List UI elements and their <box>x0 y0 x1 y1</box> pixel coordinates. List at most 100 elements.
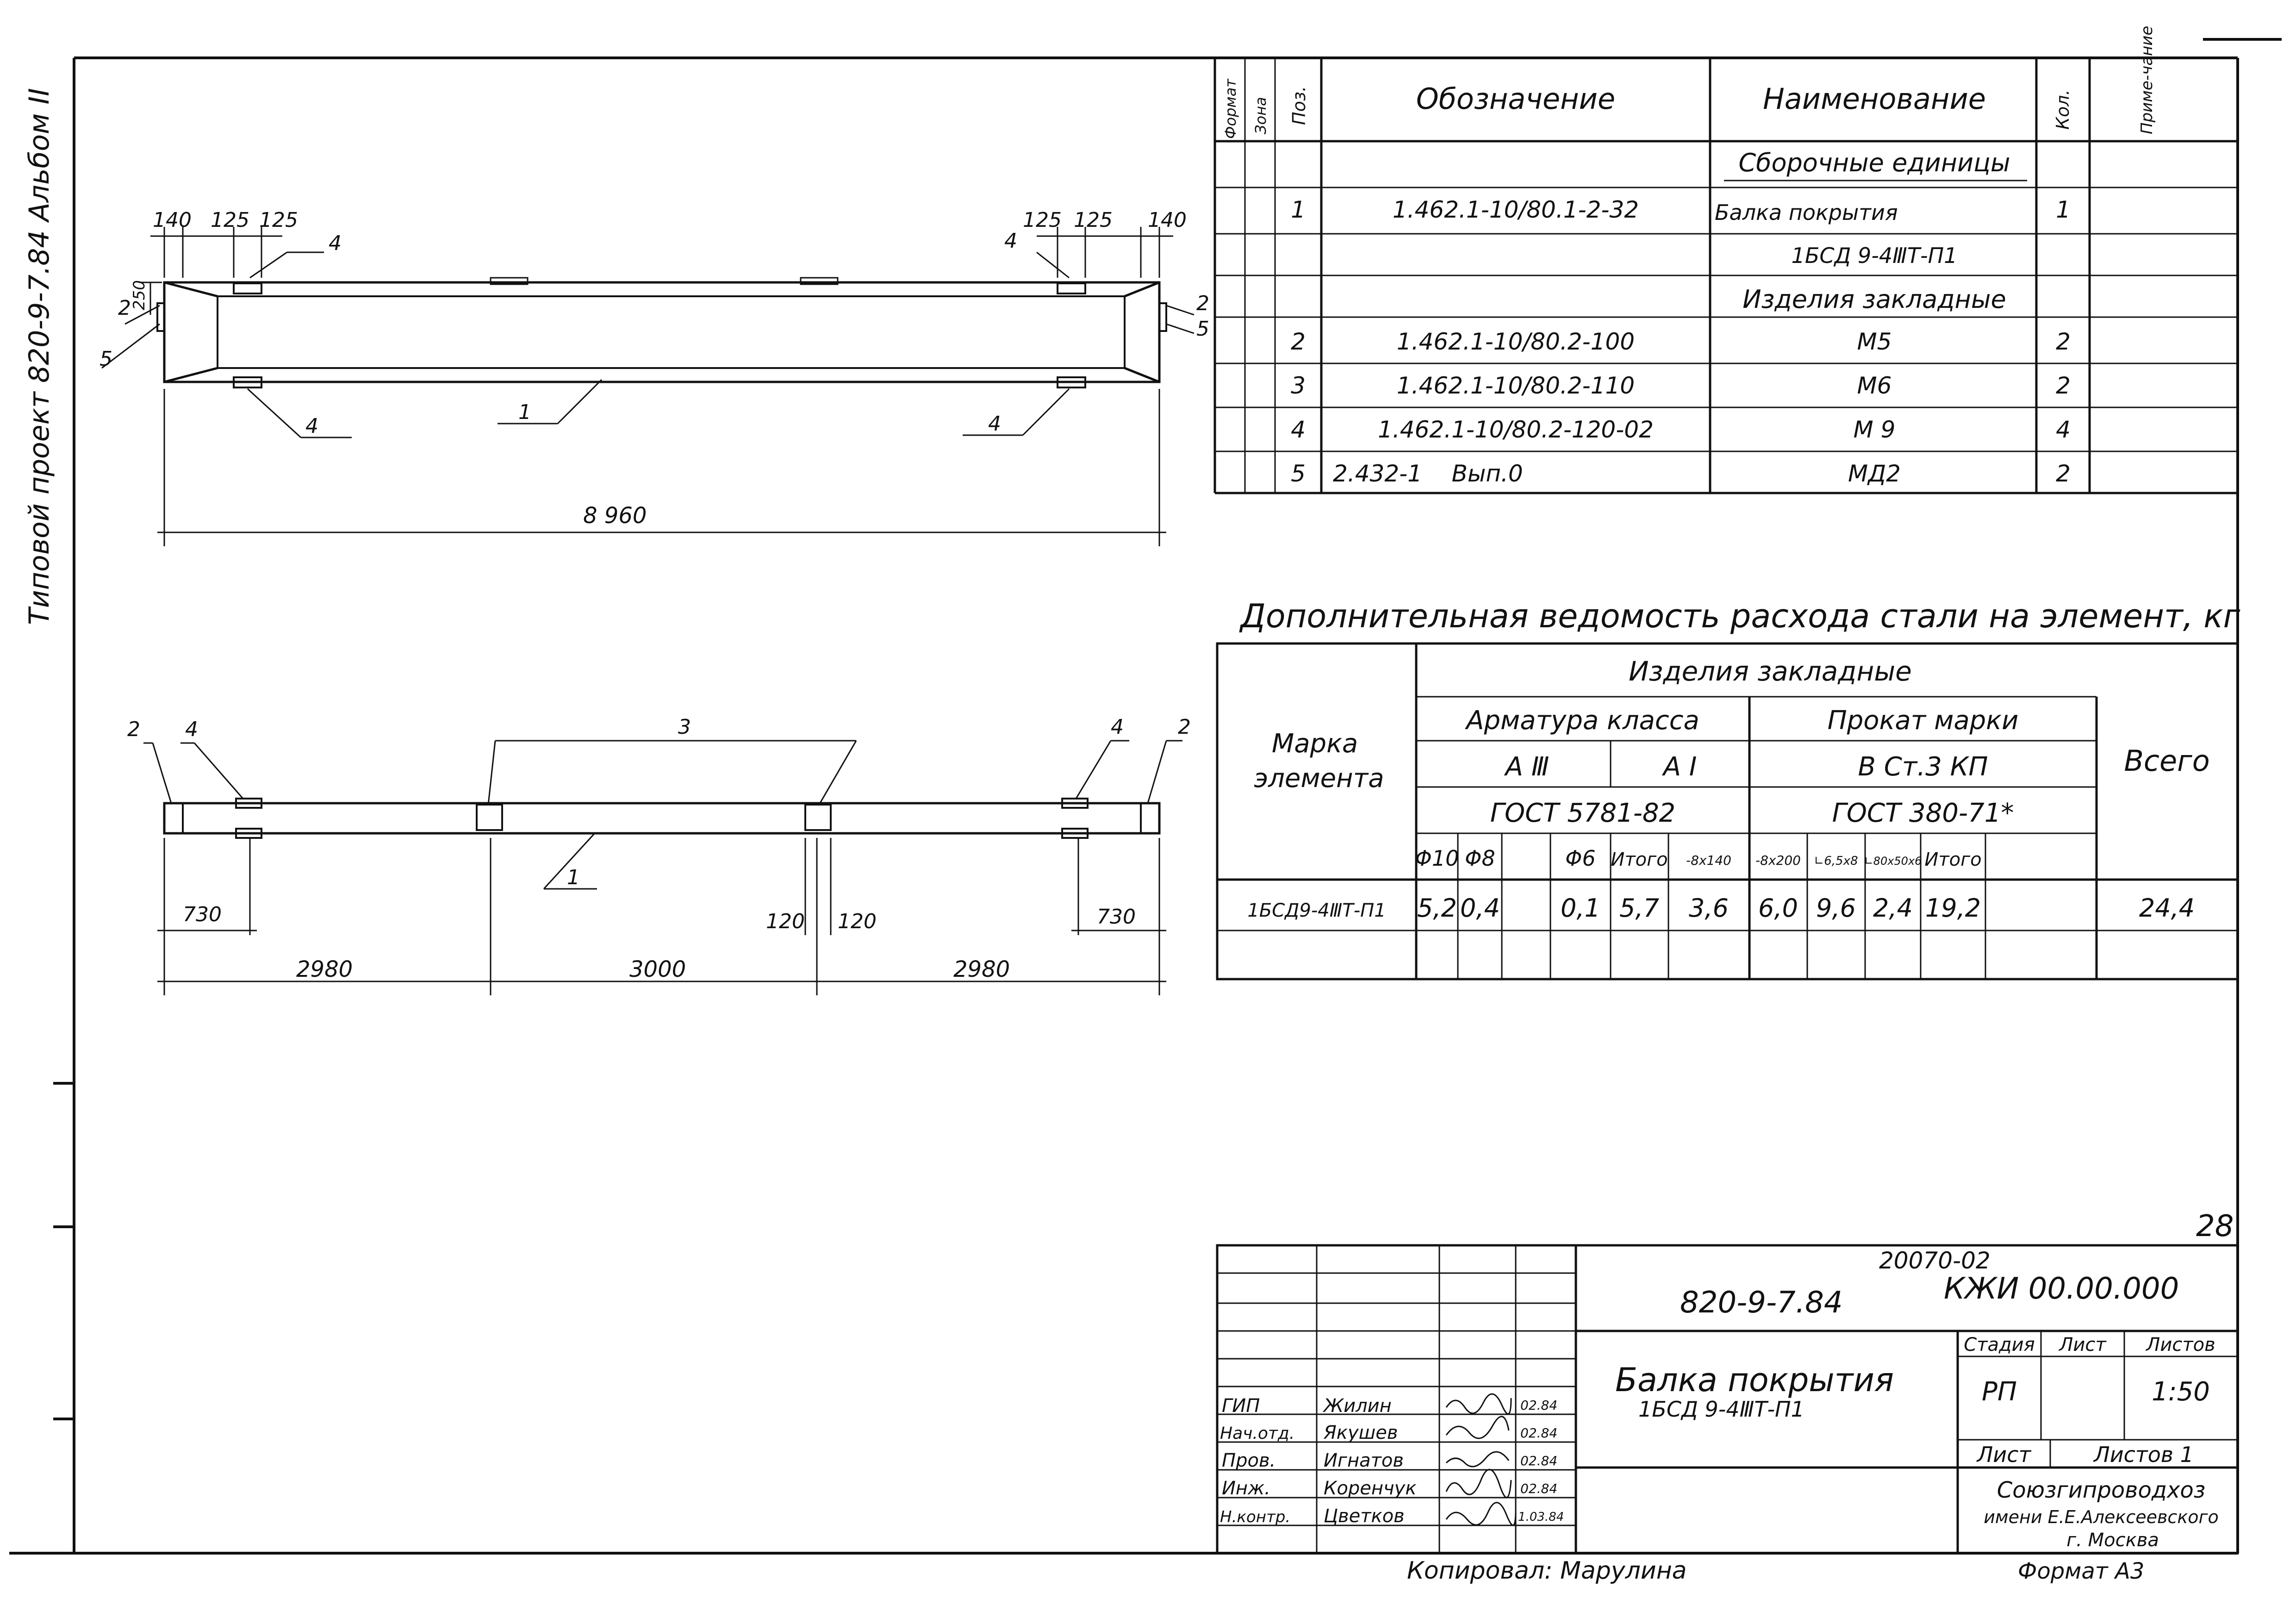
col-8x140: -8x140 <box>1686 853 1731 868</box>
callout-3: 3 <box>678 715 691 739</box>
callout-4-bl: 4 <box>185 718 198 741</box>
name-2: Игнатов <box>1324 1450 1404 1471</box>
row5-designation: 1.462.1-10/80.2-120-02 <box>1378 416 1654 443</box>
role-3: Инж. <box>1222 1478 1270 1499</box>
dim-125-c: 125 <box>1023 208 1062 232</box>
doc-subtitle: 1БСД 9-4ⅢТ-П1 <box>1638 1397 1804 1422</box>
copied-by: Копировал: Марулина <box>1407 1557 1687 1585</box>
row2-name: 1БСД 9-4ⅢТ-П1 <box>1792 243 1958 268</box>
steel-total-header: Всего <box>2124 744 2209 778</box>
section-embedded: Изделия закладные <box>1742 285 2006 314</box>
col-total-a: Итого <box>1611 849 1668 870</box>
callout-2-br: 2 <box>1178 715 1191 739</box>
row3-name: М5 <box>1857 328 1892 355</box>
bottom-dim-labels: 730 120 120 730 2980 3000 2980 2 4 3 4 2… <box>127 715 1191 982</box>
dim-140-right: 140 <box>1148 208 1187 232</box>
row1-designation: 1.462.1-10/80.1-2-32 <box>1393 196 1639 223</box>
row4-qty: 2 <box>2056 372 2071 399</box>
col-angle65: ∟6,5x8 <box>1814 854 1858 868</box>
rolled-mark: Прокат марки <box>1828 706 2019 736</box>
role-1: Нач.отд. <box>1220 1424 1294 1443</box>
col-f10: Φ10 <box>1415 846 1459 871</box>
org-line2: имени Е.Е.Алексеевского <box>1984 1507 2219 1527</box>
date-4: 1.03.84 <box>1518 1510 1564 1524</box>
val-angle80: 2,4 <box>1873 893 1913 923</box>
org-line1: Союзгипроводхоз <box>1997 1477 2206 1503</box>
class-a1: А Ⅰ <box>1662 752 1697 782</box>
dim-2980-left: 2980 <box>296 956 353 982</box>
dim-3000: 3000 <box>629 956 686 982</box>
callout-1-bottom: 1 <box>567 866 580 889</box>
steel-table: Изделия закладные Марка элемента Арматур… <box>1216 642 2239 981</box>
row4-designation: 1.462.1-10/80.2-110 <box>1397 372 1635 399</box>
dim-8960: 8 960 <box>583 503 647 529</box>
project-code: 20070-02 <box>1879 1247 1991 1274</box>
title-block: 820-9-7.84 КЖИ 00.00.000 Балка покрытия … <box>1216 1244 2239 1555</box>
date-1: 02.84 <box>1520 1425 1557 1441</box>
beam-side-view <box>143 740 1182 995</box>
steel-mark-header: Марка элемента <box>1254 729 1384 793</box>
callout-4-d: 4 <box>988 412 1001 436</box>
row6-designation: 2.432-1 Вып.0 <box>1333 460 1523 487</box>
dim-125-d: 125 <box>1074 208 1113 232</box>
row6-name: МД2 <box>1848 460 1901 487</box>
callout-4-b: 4 <box>1004 229 1017 253</box>
callout-5-right: 5 <box>1196 317 1209 341</box>
callout-1-top: 1 <box>518 400 531 424</box>
org-line3: г. Москва <box>2066 1530 2159 1551</box>
val-8x200: 6,0 <box>1758 893 1798 923</box>
row3-qty: 2 <box>2056 328 2071 355</box>
role-0: ГИП <box>1222 1395 1260 1417</box>
row1-pos: 1 <box>1291 196 1306 223</box>
val-angle65: 9,6 <box>1816 893 1856 923</box>
val-f6: 0,1 <box>1561 893 1600 923</box>
header-pos: Поз. <box>1289 86 1309 125</box>
dim-120-b: 120 <box>838 910 877 933</box>
dim-120-a: 120 <box>766 910 805 933</box>
date-3: 02.84 <box>1520 1481 1557 1496</box>
sheets-label: Листов 1 <box>2093 1442 2194 1467</box>
col-f8: Φ8 <box>1465 846 1495 871</box>
sheet-label: Лист <box>1976 1442 2032 1467</box>
spec-table: Формат Зона Поз. Обозначение Наименовани… <box>1213 26 2238 494</box>
row1-qty: 1 <box>2056 196 2071 223</box>
header-name: Наименование <box>1763 82 1986 116</box>
val-8x140: 3,6 <box>1689 893 1729 923</box>
row3-pos: 2 <box>1291 328 1306 355</box>
dim-125-b: 125 <box>259 208 298 232</box>
row6-pos: 5 <box>1291 460 1306 487</box>
stage-header: Стадия <box>1964 1334 2035 1355</box>
signatures <box>1445 1393 1517 1526</box>
format-label: Формат А3 <box>2018 1558 2144 1584</box>
steel-row-mark: 1БСД9-4ⅢТ-П1 <box>1247 900 1386 921</box>
header-format: Формат <box>1222 78 1239 139</box>
date-2: 02.84 <box>1520 1453 1557 1468</box>
name-0: Жилин <box>1322 1395 1392 1417</box>
header-designation: Обозначение <box>1416 82 1615 116</box>
steel-title: Дополнительная ведомость расхода стали н… <box>1239 597 2241 635</box>
dim-730-right: 730 <box>1097 905 1136 929</box>
dim-2980-right: 2980 <box>953 956 1010 982</box>
name-3: Коренчук <box>1324 1478 1417 1499</box>
row4-pos: 3 <box>1291 372 1306 399</box>
date-0: 02.84 <box>1520 1398 1557 1413</box>
sheet-header: Лист <box>2058 1334 2107 1355</box>
dim-140-left: 140 <box>153 208 192 232</box>
callout-4-c: 4 <box>305 414 318 438</box>
name-4: Цветков <box>1324 1505 1405 1527</box>
gost-rolled: ГОСТ 380-71* <box>1832 798 2014 828</box>
beam-top-view <box>101 227 1195 546</box>
callout-2-right: 2 <box>1196 292 1209 315</box>
val-total: 24,4 <box>2139 893 2195 923</box>
row3-designation: 1.462.1-10/80.2-100 <box>1397 328 1635 355</box>
callout-2-bl: 2 <box>127 718 140 741</box>
gost-armature: ГОСТ 5781-82 <box>1490 798 1675 828</box>
dim-125-a: 125 <box>211 208 249 232</box>
row4-name: М6 <box>1857 372 1892 399</box>
callout-4-br: 4 <box>1111 715 1124 739</box>
header-zone: Зона <box>1252 97 1269 134</box>
row6-qty: 2 <box>2056 460 2071 487</box>
row5-qty: 4 <box>2056 416 2071 443</box>
col-8x200: -8x200 <box>1755 853 1801 868</box>
